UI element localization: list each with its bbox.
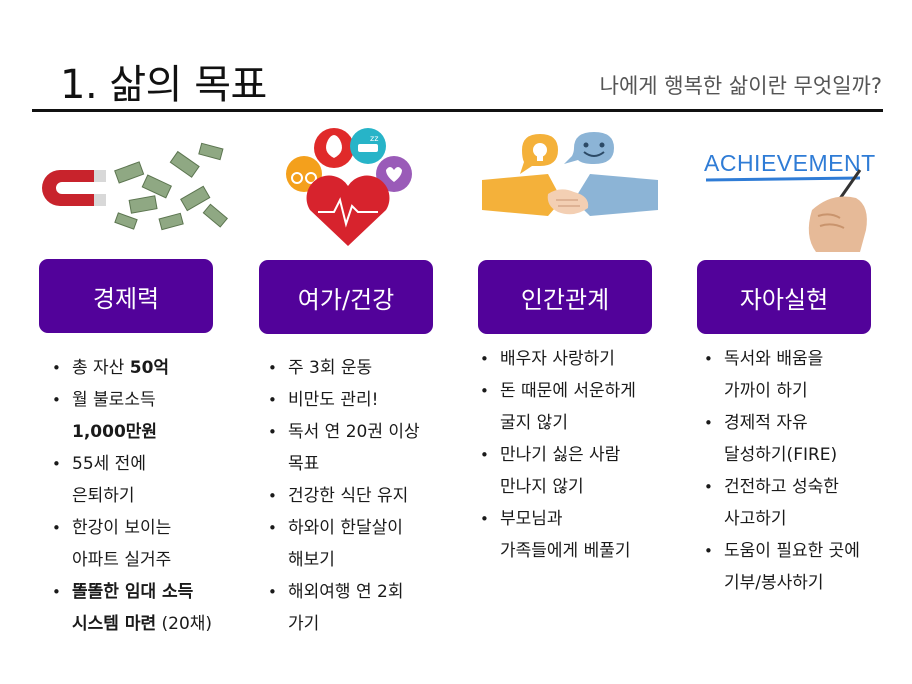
page-subtitle: 나에게 행복한 삶이란 무엇일까? bbox=[599, 74, 882, 98]
category-relationships: 인간관계 bbox=[478, 260, 652, 334]
list-item: 주 3회 운동 bbox=[264, 352, 474, 384]
list-item: 배우자 사랑하기 bbox=[476, 343, 696, 375]
list-item: 총 자산 50억 bbox=[48, 352, 258, 384]
health-heart-icon: zz bbox=[286, 128, 412, 246]
list-item: 비만도 관리! bbox=[264, 384, 474, 416]
category-self-actualization: 자아실현 bbox=[697, 260, 871, 334]
category-leisure-health: 여가/건강 bbox=[259, 260, 433, 334]
svg-text:zz: zz bbox=[370, 134, 378, 143]
achievement-text: ACHIEVEMENT bbox=[704, 150, 876, 176]
achievement-illustration: ACHIEVEMENT bbox=[700, 140, 880, 252]
title-divider bbox=[32, 109, 883, 112]
page-title: 1. 삶의 목표 bbox=[60, 62, 267, 108]
list-item: 건강한 식단 유지 bbox=[264, 480, 474, 512]
magnet-money-icon bbox=[42, 142, 228, 231]
handshake-icon bbox=[482, 132, 658, 216]
category-economy: 경제력 bbox=[39, 259, 213, 333]
